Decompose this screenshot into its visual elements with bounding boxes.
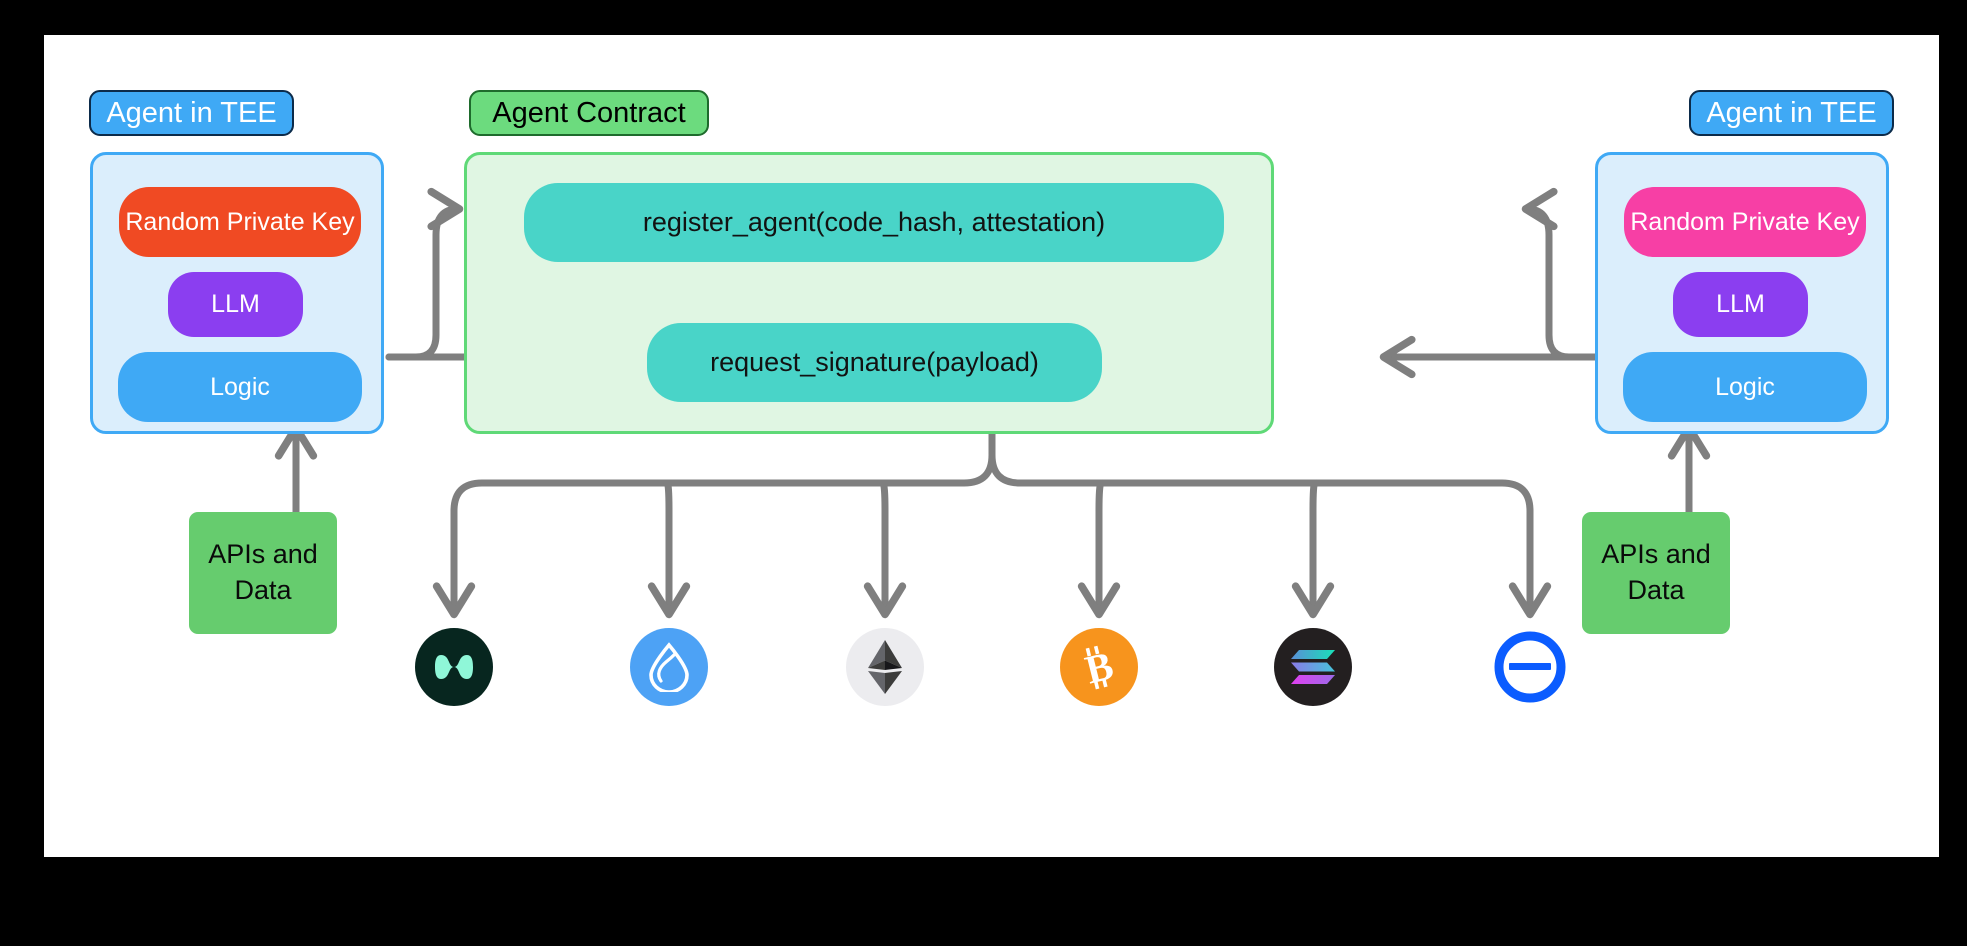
right-random-private-key-label: Random Private Key (1630, 207, 1860, 236)
left-llm-label: LLM (211, 290, 260, 318)
left-apis-line1: APIs and (208, 539, 318, 570)
solana-icon[interactable] (1274, 628, 1352, 706)
left-apis-and-data: APIs and Data (189, 512, 337, 634)
right-agent-tee-tag-label: Agent in TEE (1706, 96, 1877, 129)
left-agent-tee-tag-label: Agent in TEE (106, 96, 277, 129)
right-logic: Logic (1623, 352, 1867, 422)
agent-contract-tag: Agent Contract (469, 90, 709, 136)
left-logic-label: Logic (210, 372, 270, 401)
left-logic: Logic (118, 352, 362, 422)
right-llm-label: LLM (1716, 290, 1765, 318)
arrow-fanout-bus-left (450, 451, 996, 515)
ethereum-icon[interactable] (846, 628, 924, 706)
contract-function-request-signature[interactable]: request_signature(payload) (647, 323, 1102, 402)
agent-contract-tag-label: Agent Contract (492, 96, 686, 129)
arrow-fanout-ethereum (863, 479, 907, 619)
arrow-left-logic-to-register (385, 187, 464, 361)
diagram-canvas: Agent in TEE Random Private Key LLM Logi… (44, 35, 1939, 857)
left-apis-line2: Data (234, 575, 292, 605)
right-logic-label: Logic (1715, 372, 1775, 401)
near-icon[interactable] (415, 628, 493, 706)
right-agent-tee-tag: Agent in TEE (1689, 90, 1894, 136)
arrow-fanout-bitcoin (1077, 479, 1121, 619)
right-random-private-key: Random Private Key (1624, 187, 1866, 257)
arrow-fanout-sui (647, 479, 691, 619)
right-apis-and-data: APIs and Data (1582, 512, 1730, 634)
aptos-icon[interactable] (1491, 628, 1569, 706)
left-agent-tee-panel: Random Private Key LLM Logic (90, 152, 384, 434)
left-agent-tee-tag: Agent in TEE (89, 90, 294, 136)
agent-contract-panel: register_agent(code_hash, attestation) r… (464, 152, 1274, 434)
left-random-private-key: Random Private Key (119, 187, 361, 257)
arrow-fanout-bus-right (988, 451, 1534, 515)
right-apis-line1: APIs and (1601, 539, 1711, 570)
left-random-private-key-label: Random Private Key (125, 207, 355, 236)
right-llm: LLM (1673, 272, 1808, 337)
sui-icon[interactable] (630, 628, 708, 706)
contract-function-register-agent[interactable]: register_agent(code_hash, attestation) (524, 183, 1224, 262)
arrow-right-logic-to-register (1521, 187, 1600, 361)
right-agent-tee-panel: Random Private Key LLM Logic (1595, 152, 1889, 434)
left-llm: LLM (168, 272, 303, 337)
contract-function-request-signature-label: request_signature(payload) (710, 347, 1039, 377)
contract-function-register-agent-label: register_agent(code_hash, attestation) (642, 207, 1106, 237)
right-apis-line2: Data (1627, 575, 1685, 605)
arrow-fanout-solana (1291, 479, 1335, 619)
bitcoin-icon[interactable]: B (1060, 628, 1138, 706)
